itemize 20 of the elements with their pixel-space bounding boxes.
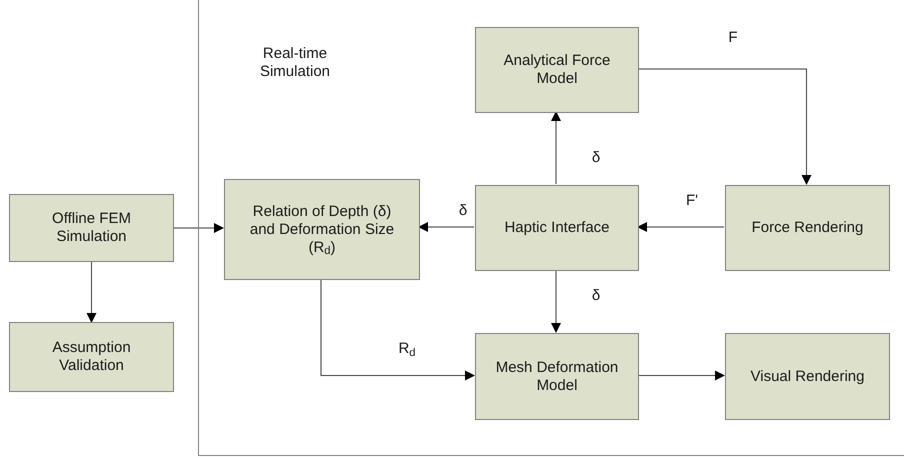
arrow — [418, 222, 474, 232]
arrow — [320, 278, 475, 380]
arrow — [637, 222, 724, 232]
process-box: Analytical Force Model — [475, 27, 639, 113]
group-title: Real-time Simulation — [258, 45, 332, 81]
process-box: Force Rendering — [725, 185, 890, 271]
process-box: Offline FEM Simulation — [9, 194, 174, 262]
process-box: Mesh Deformation Model — [475, 333, 639, 420]
process-box: Haptic Interface — [475, 185, 639, 271]
arrow — [551, 270, 561, 333]
process-box: Assumption Validation — [9, 322, 174, 392]
arrow — [551, 111, 561, 184]
edge-label: R$_{d}$ — [397, 340, 417, 358]
arrow — [174, 223, 224, 233]
arrow — [86, 262, 96, 323]
process-box: Relation of Depth (δ) and Deformation Size (R$_{d}$) — [224, 179, 420, 280]
arrow — [638, 68, 812, 185]
process-box: Visual Rendering — [725, 333, 890, 420]
group-frame — [198, 0, 904, 456]
arrow — [638, 370, 725, 380]
